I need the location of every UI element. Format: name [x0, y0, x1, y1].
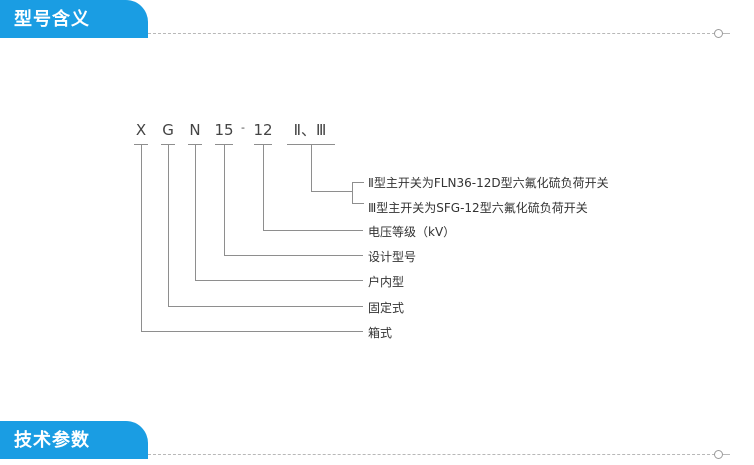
- section-tab: 型号含义: [0, 0, 148, 38]
- connector-v-12: [263, 144, 264, 231]
- section-header-tech-params: 技术参数: [0, 421, 754, 459]
- code-n: N: [189, 121, 201, 139]
- code-dash: -: [241, 121, 245, 134]
- label-indoor: 户内型: [368, 275, 405, 289]
- label-box: 箱式: [368, 326, 393, 340]
- connector-v-15: [224, 144, 225, 256]
- dashed-divider: [148, 454, 720, 455]
- connector-h-12: [263, 230, 363, 231]
- section-title: 型号含义: [14, 9, 90, 30]
- connector-h-15: [224, 255, 363, 256]
- label-type-iii: Ⅲ型主开关为SFG-12型六氟化硫负荷开关: [368, 201, 588, 215]
- divider-tail: [723, 454, 730, 455]
- bracket-bottom: [352, 203, 364, 204]
- connector-h-g: [168, 306, 363, 307]
- connector-v-ii-iii: [311, 144, 312, 192]
- code-x: X: [135, 121, 147, 139]
- connector-h-x: [141, 331, 363, 332]
- code-ii-iii: Ⅱ、Ⅲ: [293, 121, 327, 139]
- code-15: 15: [214, 121, 234, 139]
- label-type-ii: Ⅱ型主开关为FLN36-12D型六氟化硫负荷开关: [368, 176, 609, 190]
- dashed-divider: [148, 33, 720, 34]
- circle-end-icon: [714, 29, 723, 38]
- connector-v-x: [141, 144, 142, 332]
- label-voltage: 电压等级（kV）: [368, 225, 456, 239]
- code-g: G: [162, 121, 174, 139]
- circle-end-icon: [714, 450, 723, 459]
- connector-h-n: [195, 280, 363, 281]
- bracket-top: [352, 182, 364, 183]
- section-tab: 技术参数: [0, 421, 148, 459]
- label-fixed: 固定式: [368, 301, 405, 315]
- code-12: 12: [253, 121, 273, 139]
- divider-tail: [723, 33, 730, 34]
- connector-v-n: [195, 144, 196, 281]
- connector-v-g: [168, 144, 169, 307]
- section-header-model-meaning: 型号含义: [0, 0, 754, 38]
- connector-h-ii-iii: [311, 191, 353, 192]
- label-design: 设计型号: [368, 250, 417, 264]
- bracket-vertical: [352, 182, 353, 203]
- section-title: 技术参数: [14, 430, 90, 451]
